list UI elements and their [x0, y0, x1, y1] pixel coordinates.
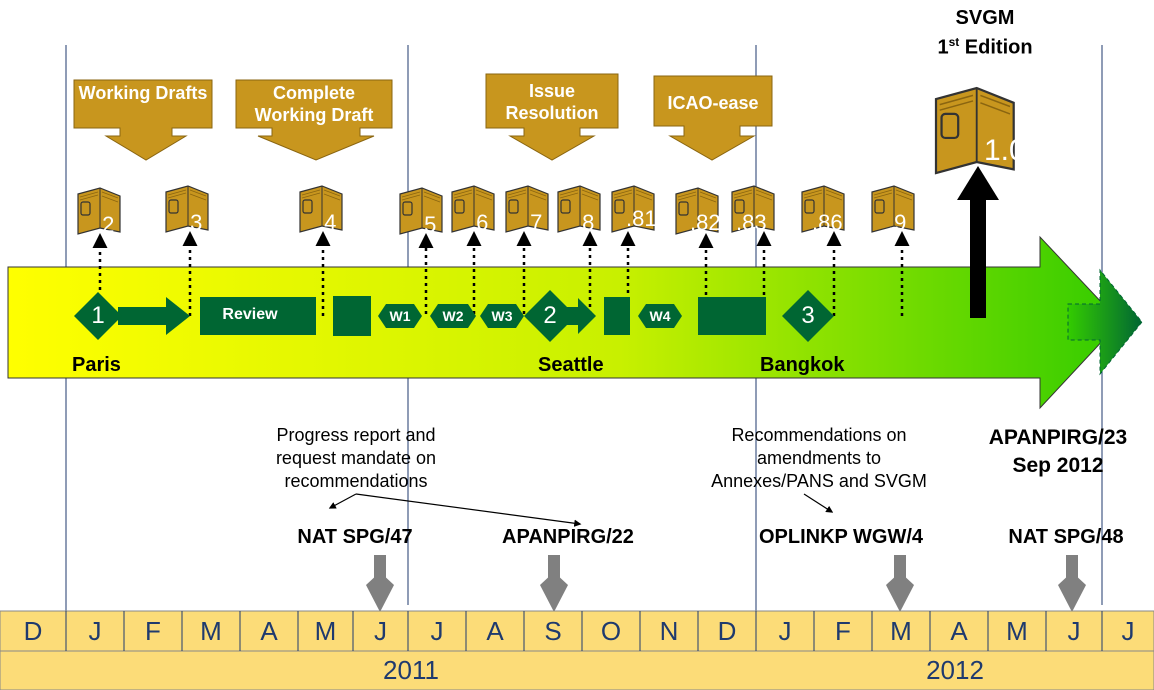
note-line: Annexes/PANS and SVGM — [711, 471, 927, 491]
workshop-3-label: W3 — [491, 308, 513, 324]
month-cell: J — [778, 616, 792, 646]
phase-label-icao-ease: ICAO-ease — [667, 93, 759, 113]
workshop-1-label: W1 — [389, 308, 411, 324]
version-label: .4 — [318, 210, 337, 235]
meeting-2-label: 2 — [543, 302, 557, 329]
version-label: .5 — [418, 212, 437, 237]
month-cell: J — [430, 616, 444, 646]
location-bangkok: Bangkok — [760, 354, 845, 376]
month-cell: A — [260, 616, 278, 646]
month-cell: F — [835, 616, 851, 646]
month-cell: S — [544, 616, 562, 646]
version-label: .81 — [626, 206, 657, 231]
location-paris: Paris — [72, 354, 121, 376]
version-pointers — [92, 231, 910, 316]
timeline-arrow-extension — [1067, 268, 1143, 376]
month-cell: J — [1067, 616, 1081, 646]
month-cell: D — [23, 616, 43, 646]
month-cell: M — [314, 616, 337, 646]
version-label: .6 — [470, 210, 489, 235]
event-nat-spg-48: NAT SPG/48 — [1008, 526, 1124, 548]
version-label: .8 — [576, 210, 595, 235]
phase-label-complete-draft: Complete Working Draft — [254, 83, 374, 125]
event-pointers — [366, 555, 1086, 612]
event-apanpirg-22: APANPIRG/22 — [502, 526, 634, 548]
location-seattle: Seattle — [538, 354, 604, 376]
version-label: .83 — [736, 210, 767, 235]
month-cell: F — [145, 616, 161, 646]
progress-report-note: Progress report and request mandate on r… — [236, 424, 476, 493]
final-version-label: 1.0 — [984, 134, 1026, 167]
note-line: Recommendations on — [731, 425, 907, 445]
phase-box-working-drafts — [73, 79, 213, 161]
meeting-3-label: 3 — [801, 302, 815, 329]
note-line: request mandate on — [275, 448, 437, 468]
edition-number: 1 — [937, 36, 949, 59]
event-nat-spg-47: NAT SPG/47 — [297, 526, 413, 548]
year-2012: 2012 — [926, 655, 984, 685]
month-cell: J — [374, 616, 387, 646]
month-cell: J — [1121, 616, 1135, 646]
version-label: .7 — [524, 210, 543, 235]
phase-box-icao-ease — [653, 75, 773, 161]
phase-box-issue-resolution — [485, 73, 619, 161]
month-cell: A — [486, 616, 504, 646]
calendar — [0, 610, 1154, 690]
month-cell: M — [890, 616, 912, 646]
event-apanpirg-23-title: APANPIRG/23 — [988, 426, 1128, 449]
edition-word: Edition — [959, 36, 1033, 59]
month-cell: A — [950, 616, 968, 646]
month-cell: N — [659, 616, 679, 646]
final-edition-arrow — [957, 166, 999, 318]
event-apanpirg-23: APANPIRG/23 Sep 2012 — [968, 424, 1148, 480]
month-cell: O — [600, 616, 622, 646]
version-label: .2 — [96, 212, 115, 237]
version-books — [77, 185, 915, 235]
workshop-2-label: W2 — [442, 308, 464, 324]
workshop-4-label: W4 — [649, 308, 671, 324]
review-label: Review — [222, 306, 278, 323]
year-2011: 2011 — [383, 655, 439, 685]
milestone-shapes — [74, 290, 834, 342]
event-oplinkp-wgw4: OPLINKP WGW/4 — [758, 526, 924, 548]
phase-label-working-drafts: Working Drafts — [78, 83, 208, 103]
version-label: .9 — [888, 210, 907, 235]
edition-ordinal-suffix: st — [948, 35, 960, 49]
recommendations-note: Recommendations on amendments to Annexes… — [674, 424, 964, 493]
version-label: .86 — [812, 210, 843, 235]
note-connectors — [328, 493, 834, 527]
meeting-1-label: 1 — [91, 302, 105, 329]
month-cell: M — [200, 616, 222, 646]
event-apanpirg-23-date: Sep 2012 — [1012, 454, 1104, 477]
final-edition-title: SVGM 1st Edition — [930, 6, 1040, 60]
note-line: Progress report and — [276, 425, 436, 445]
note-line: recommendations — [284, 471, 428, 491]
month-cell: J — [88, 616, 102, 646]
month-cell: M — [1006, 616, 1028, 646]
note-line: amendments to — [756, 448, 882, 468]
month-cell: D — [717, 616, 737, 646]
final-edition-title-line1: SVGM — [955, 7, 1015, 29]
version-label: .3 — [184, 210, 203, 235]
version-label: .82 — [690, 210, 721, 235]
final-edition-title-line2: 1st Edition — [930, 30, 1040, 60]
phase-box-complete-draft — [235, 79, 393, 161]
phase-label-issue-resolution: Issue Resolution — [505, 81, 599, 123]
